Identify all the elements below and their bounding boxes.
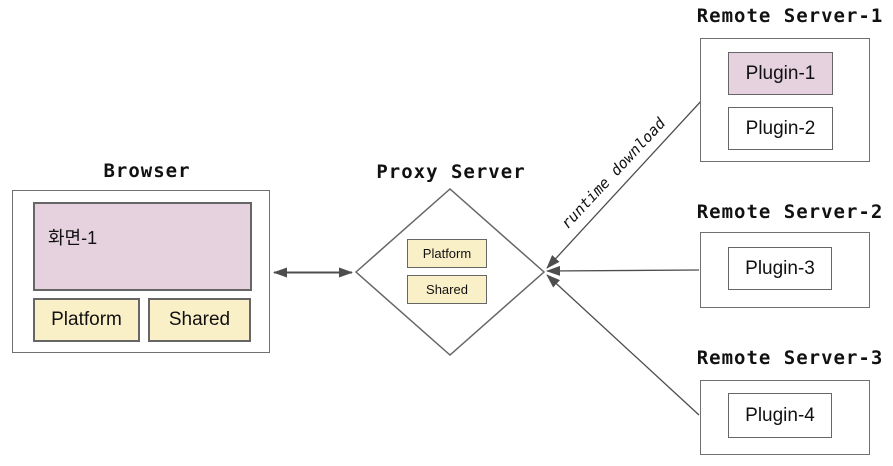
browser-screen-label: 화면-1 bbox=[48, 228, 98, 248]
plugin-1-label: Plugin-1 bbox=[745, 62, 816, 84]
remote-server-1-title: Remote Server-1 bbox=[696, 5, 884, 27]
plugin-3-box: Plugin-3 bbox=[728, 247, 832, 290]
proxy-platform-label: Platform bbox=[422, 246, 472, 261]
remote2-proxy-arrow bbox=[546, 265, 700, 276]
remote-server-3-title: Remote Server-3 bbox=[696, 347, 884, 369]
proxy-diamond bbox=[354, 187, 546, 357]
plugin-2-box: Plugin-2 bbox=[728, 107, 833, 150]
browser-shared-box: Shared bbox=[148, 298, 251, 342]
browser-shared-label: Shared bbox=[168, 309, 231, 330]
remote3-proxy-arrow bbox=[546, 274, 700, 416]
plugin-1-box: Plugin-1 bbox=[728, 52, 833, 95]
remote1-proxy-arrow bbox=[546, 72, 728, 269]
remote-server-2-title: Remote Server-2 bbox=[696, 201, 884, 223]
proxy-platform-box: Platform bbox=[407, 239, 487, 268]
proxy-shared-label: Shared bbox=[426, 282, 468, 297]
proxy-title: Proxy Server bbox=[376, 161, 526, 183]
browser-platform-box: Platform bbox=[33, 298, 140, 342]
plugin-3-label: Plugin-3 bbox=[745, 257, 815, 279]
plugin-2-label: Plugin-2 bbox=[745, 117, 816, 139]
browser-screen-box: 화면-1 bbox=[33, 202, 252, 291]
proxy-shared-box: Shared bbox=[407, 275, 487, 304]
browser-platform-label: Platform bbox=[51, 309, 122, 330]
plugin-4-box: Plugin-4 bbox=[728, 393, 832, 438]
plugin-4-label: Plugin-4 bbox=[745, 404, 815, 426]
browser-title: Browser bbox=[103, 160, 191, 182]
